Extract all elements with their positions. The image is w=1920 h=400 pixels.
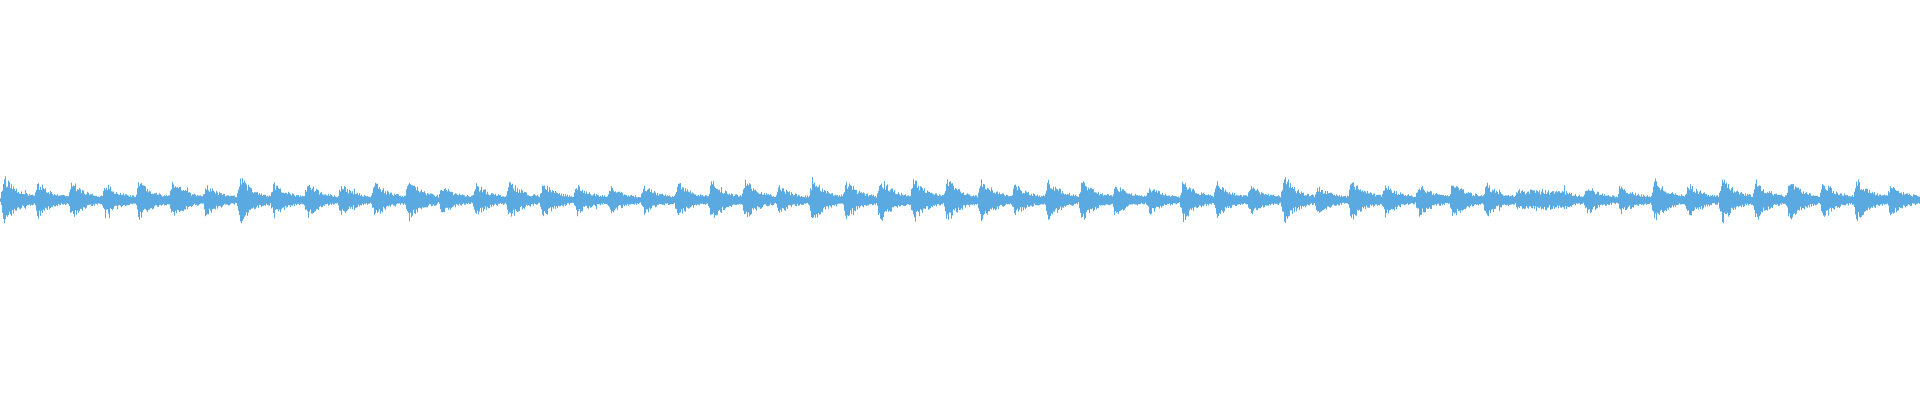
waveform-samples [0,176,1920,224]
waveform-path [0,176,1920,224]
